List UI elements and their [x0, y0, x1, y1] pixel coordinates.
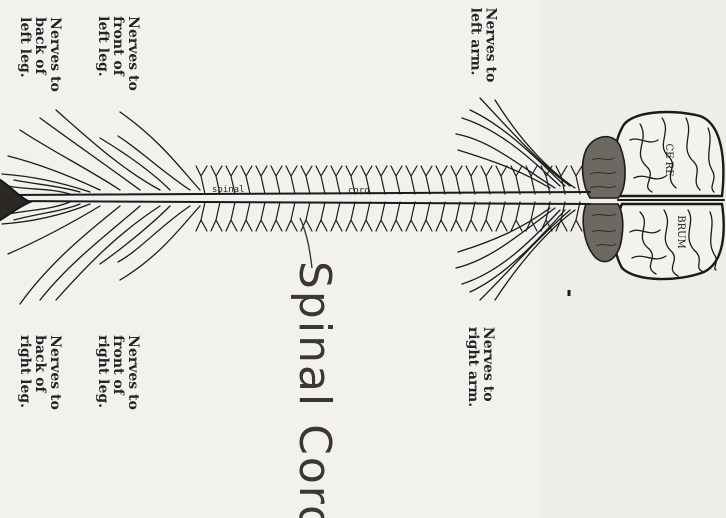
label-nerves-left-arm: Nerves to left arm.	[467, 8, 497, 83]
cerebrum-label-1: CE RE	[663, 144, 674, 177]
right-hemisphere	[615, 204, 724, 279]
cerebrum	[615, 112, 725, 279]
label-nerves-right-arm: Nerves to right arm.	[465, 327, 495, 407]
label-nerves-back-right-leg: Nerves to back of right leg.	[17, 335, 62, 410]
label-nerves-front-right-leg: Nerves to front of right leg.	[95, 335, 140, 410]
cord-inline-label-2: cord	[348, 186, 370, 196]
handwritten-label-group: Spinal Cord	[289, 261, 340, 518]
label-nerves-front-left-leg: Nerves to front of left leg.	[95, 16, 140, 91]
handwritten-spinal-cord-label: Spinal Cord	[289, 261, 340, 518]
cord-inline-label-1: spinal	[212, 185, 245, 195]
cerebrum-label-2: BRUM	[675, 215, 686, 249]
cerebrum-label-group-2: BRUM	[675, 215, 686, 249]
cerebrum-label-group: CE RE	[663, 144, 674, 177]
label-nerves-back-left-leg: Nerves to back of left leg.	[17, 17, 62, 92]
